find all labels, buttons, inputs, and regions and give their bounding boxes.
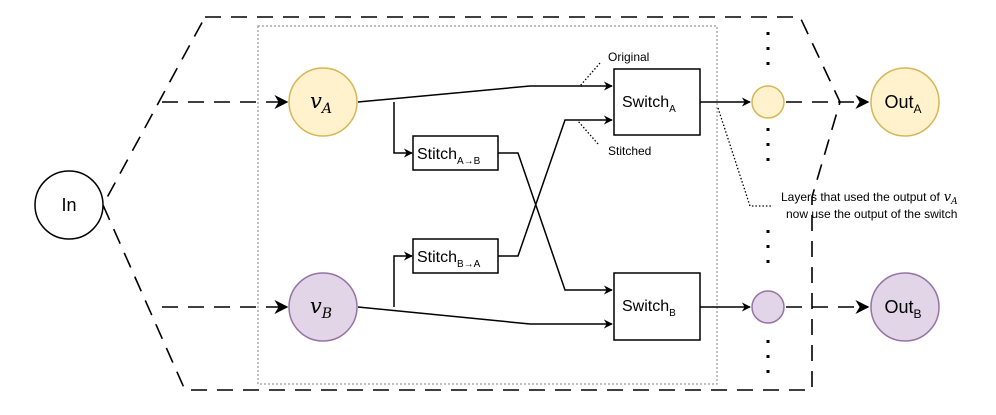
layer-node-b: [751, 290, 785, 324]
out-b-node: [870, 272, 940, 342]
switch-b-box: [613, 272, 701, 341]
stitched-annotation: Stitched: [608, 144, 651, 158]
input-node-label: In: [61, 195, 76, 215]
input-node: [34, 170, 104, 240]
switch-a-box: [613, 68, 701, 136]
inner-dotted-frame: [257, 25, 718, 385]
switch-a-label: SwitchA: [622, 94, 676, 115]
edge-stitchAB-switchB: [498, 152, 613, 295]
out-a-node: [870, 67, 940, 137]
edge-vB-switchB: [357, 306, 613, 329]
note-line-2: now use the output of the switch: [786, 207, 957, 221]
stitch-ab-label: StitchA→B: [417, 146, 481, 167]
edge-stitchBA-switchA: [498, 115, 613, 257]
pointer-original: [579, 62, 601, 87]
switch-b-label: SwitchB: [622, 298, 676, 319]
pointer-note: [717, 107, 773, 207]
stitch-ba-label: StitchB→A: [417, 249, 481, 270]
stitch-ba-box: [412, 238, 499, 274]
original-annotation: Original: [608, 50, 649, 64]
outer-dashed-frame: [102, 16, 841, 391]
pointer-stitched: [577, 120, 599, 145]
stitch-ab-box: [412, 135, 499, 171]
out-a-label: OutA: [884, 92, 921, 116]
vB-node: [288, 272, 358, 342]
edge-vA-switchA: [357, 81, 613, 103]
vA-node: [288, 67, 358, 137]
edge-vA-stitchAB: [393, 102, 413, 158]
out-b-label: OutB: [884, 297, 921, 321]
layer-node-a: [751, 85, 785, 119]
vB-node-label: vB: [310, 294, 332, 322]
vA-node-label: vA: [310, 89, 332, 117]
edge-vB-stitchBA: [393, 251, 413, 307]
